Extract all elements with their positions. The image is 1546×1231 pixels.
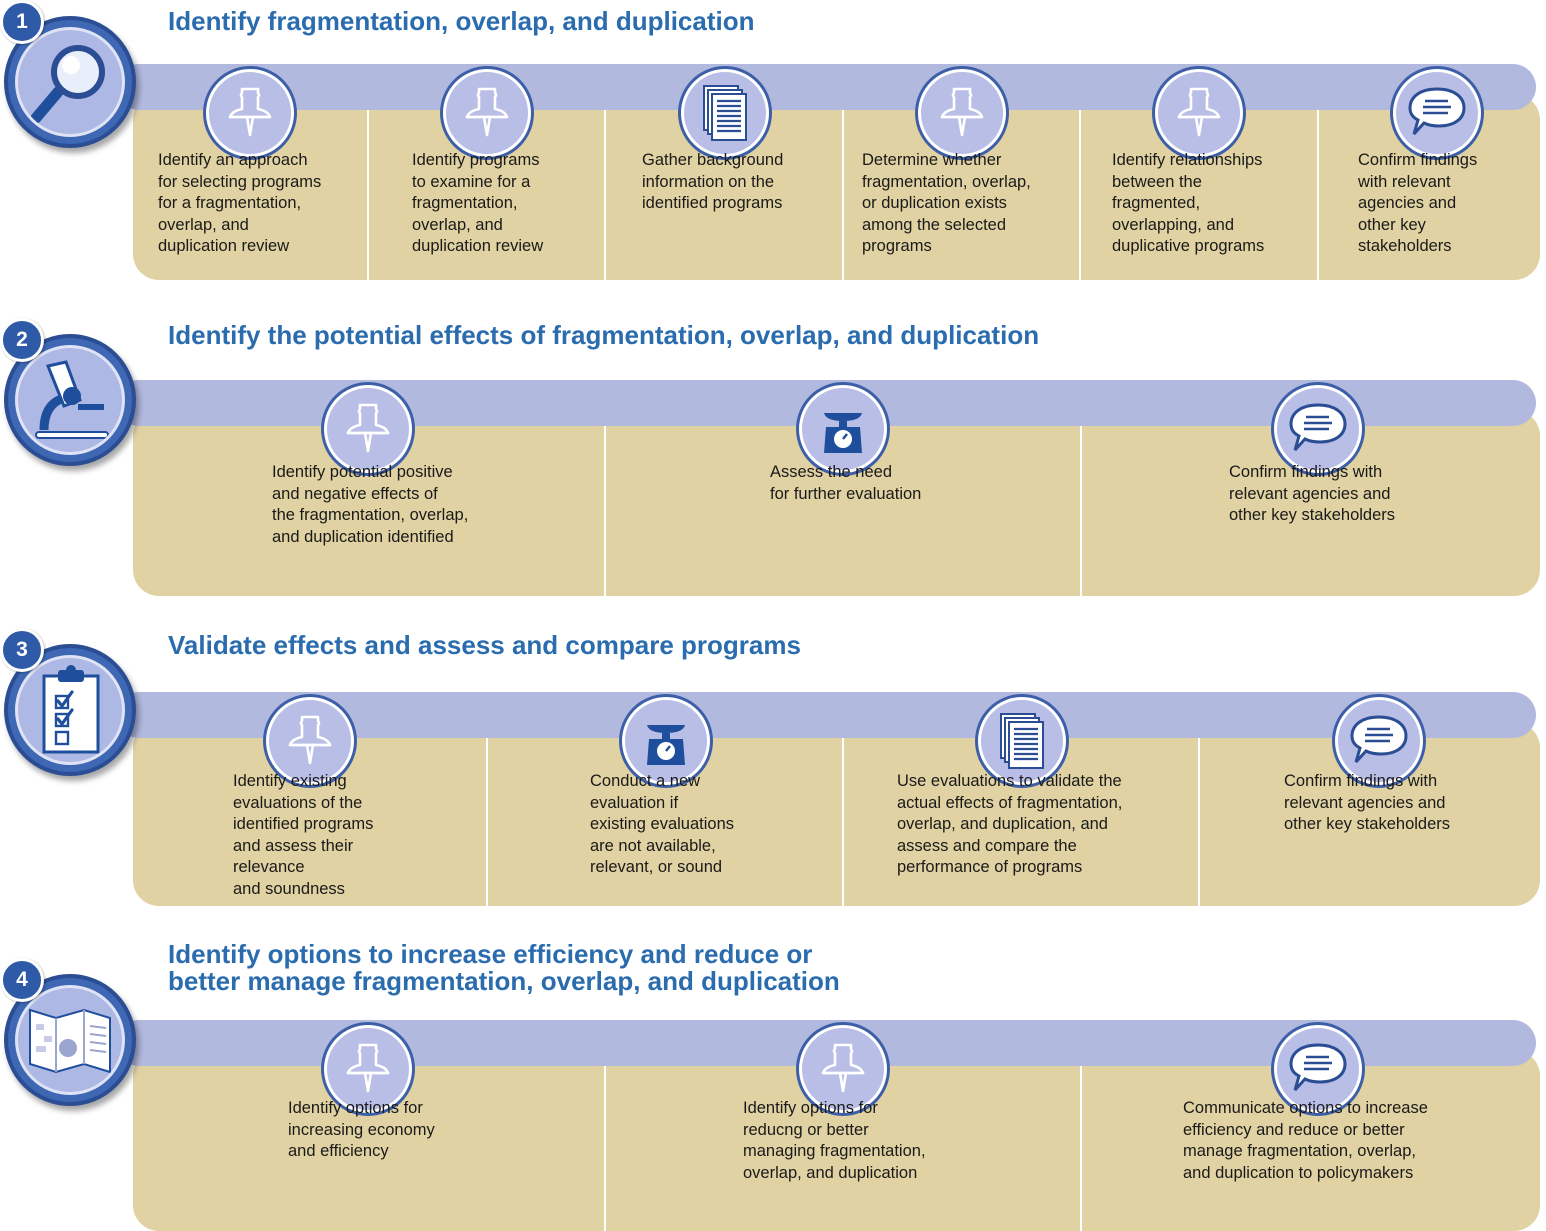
step-description: Identify existing evaluations of the ide… (233, 772, 374, 898)
step-description: Communicate options to increase efficien… (1183, 1099, 1428, 1182)
step-description: Determine whether fragmentation, overlap… (862, 151, 1031, 255)
section-heading: Identify options to increase efficiency … (168, 939, 840, 997)
section-heading: Identify fragmentation, overlap, and dup… (168, 6, 755, 36)
step-number-badge: 1 (0, 0, 44, 44)
badge-medallion (4, 974, 136, 1106)
speech-bubble-icon (1274, 1025, 1362, 1113)
section-panel (133, 94, 1540, 280)
section-badge: 3 (0, 628, 160, 776)
section-heading-line: Identify options to increase efficiency … (168, 939, 813, 969)
badge-medallion (4, 334, 136, 466)
step-number-badge: 2 (0, 318, 44, 362)
column-divider (1079, 110, 1081, 280)
magnifying-glass-icon (15, 27, 125, 137)
step-description: Identify options for reducng or better m… (743, 1099, 926, 1182)
step-description: Conduct a new evaluation if existing eva… (590, 772, 735, 876)
folded-map-icon (15, 985, 125, 1095)
section-heading: Validate effects and assess and compare … (168, 630, 801, 660)
pushpin-icon (266, 697, 354, 785)
step-description: Identify programs to examine for a fragm… (412, 151, 544, 255)
step-description: Assess the need for further evaluation (770, 463, 922, 503)
pushpin-icon (206, 69, 294, 157)
documents-icon (978, 697, 1066, 785)
column-divider (604, 1066, 606, 1231)
speech-bubble-icon (1335, 697, 1423, 785)
badge-medallion (4, 644, 136, 776)
section-heading-line: better manage fragmentation, overlap, an… (168, 966, 840, 997)
scale-icon (622, 697, 710, 785)
section-badge: 2 (0, 318, 160, 466)
pushpin-icon (324, 1025, 412, 1113)
section-heading: Identify the potential effects of fragme… (168, 320, 1040, 350)
step-description: Confirm findings with relevant agencies … (1284, 772, 1451, 833)
speech-bubble-icon (1393, 69, 1481, 157)
badge-medallion (4, 16, 136, 148)
pushpin-icon (918, 69, 1006, 157)
microscope-icon (15, 345, 125, 455)
step-description: Identify relationships between the fragm… (1112, 151, 1265, 255)
documents-icon (681, 69, 769, 157)
step-description: Confirm findings with relevant agencies … (1358, 151, 1478, 255)
column-divider (486, 738, 488, 906)
column-divider (842, 110, 844, 280)
clipboard-checklist-icon (15, 655, 125, 765)
step-number-badge: 4 (0, 958, 44, 1002)
pushpin-icon (324, 385, 412, 473)
column-divider (1317, 110, 1319, 280)
step-description: Gather background information on the ide… (642, 151, 784, 212)
column-divider (842, 738, 844, 906)
step-number-badge: 3 (0, 628, 44, 672)
step-description: Use evaluations to validate the actual e… (897, 772, 1123, 876)
speech-bubble-icon (1274, 385, 1362, 473)
column-divider (367, 110, 369, 280)
column-divider (1080, 1066, 1082, 1231)
column-divider (604, 426, 606, 596)
section-panel (133, 722, 1540, 906)
column-divider (1080, 426, 1082, 596)
scale-icon (799, 385, 887, 473)
step-description: Identify options for increasing economy … (288, 1099, 435, 1160)
section-badge: 4 (0, 958, 160, 1106)
section-heading-line: Validate effects and assess and compare … (168, 630, 801, 660)
pushpin-icon (799, 1025, 887, 1113)
step-description: Identify an approach for selecting progr… (158, 151, 322, 255)
column-divider (604, 110, 606, 280)
section-heading-line: Identify fragmentation, overlap, and dup… (168, 6, 755, 36)
column-divider (1198, 738, 1200, 906)
pushpin-icon (443, 69, 531, 157)
pushpin-icon (1155, 69, 1243, 157)
step-track-band (116, 64, 1536, 110)
section-heading-line: Identify the potential effects of fragme… (168, 320, 1040, 350)
section-badge: 1 (0, 0, 160, 148)
step-description: Identify potential positive and negative… (272, 463, 469, 546)
step-description: Confirm findings with relevant agencies … (1229, 463, 1396, 524)
